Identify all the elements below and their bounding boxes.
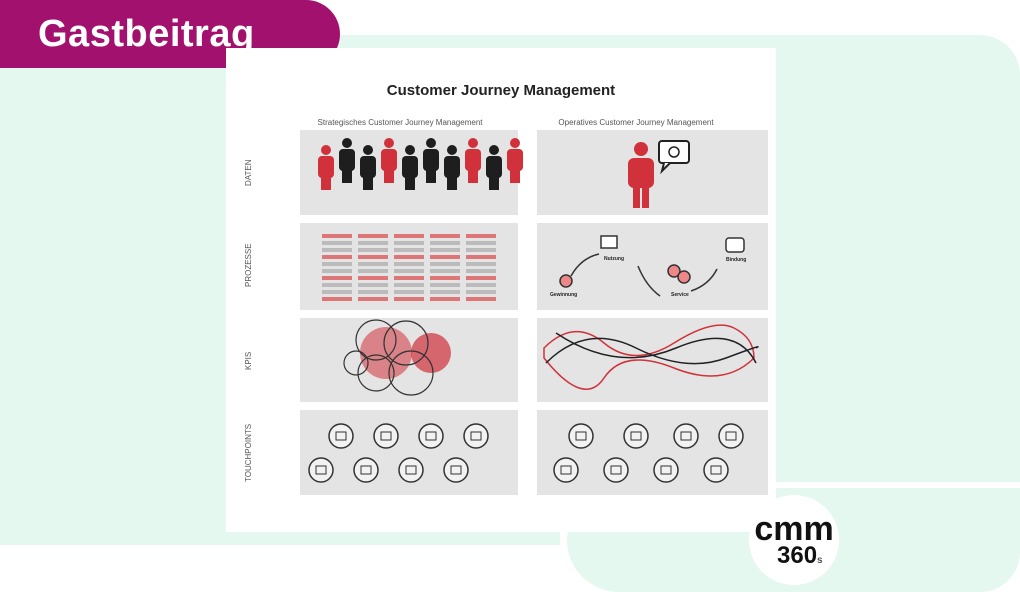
table-cell [394, 262, 424, 266]
step-service: Service [671, 292, 689, 298]
table-cell [430, 283, 460, 287]
person-icon [486, 145, 502, 190]
touchpoint-icon [398, 457, 424, 483]
table-cell [358, 241, 388, 245]
touchpoint-icon [328, 423, 354, 449]
table-cell [466, 234, 496, 238]
column-header-strategic: Strategisches Customer Journey Managemen… [317, 118, 483, 127]
touchpoint-icon [623, 423, 649, 449]
touchpoint-icon [308, 457, 334, 483]
touchpoint-icon [718, 423, 744, 449]
table-cell [322, 276, 352, 280]
customer-journey-network [543, 324, 759, 390]
person-icon [402, 145, 418, 190]
table-cell [394, 276, 424, 280]
person-icon [381, 138, 397, 183]
table-cell [322, 262, 352, 266]
step-bindung: Bindung [726, 257, 746, 263]
touchpoint-icon [353, 457, 379, 483]
table-cell [394, 283, 424, 287]
table-cell [466, 248, 496, 252]
table-cell [394, 297, 424, 301]
table-cell [394, 255, 424, 259]
touchpoint-icon [463, 423, 489, 449]
table-cell [430, 269, 460, 273]
table-cell [358, 276, 388, 280]
table-cell [358, 269, 388, 273]
table-cell [466, 297, 496, 301]
person-icon [507, 138, 523, 183]
touchpoint-icon [568, 423, 594, 449]
table-cell [358, 234, 388, 238]
touchpoint-icon [418, 423, 444, 449]
table-cell [394, 248, 424, 252]
column-header-operative: Operatives Customer Journey Management [558, 118, 714, 127]
step-gewinnung: Gewinnung [550, 292, 577, 298]
person-icon [423, 138, 439, 183]
table-cell [466, 262, 496, 266]
person-icon [444, 145, 460, 190]
table-cell [430, 262, 460, 266]
table-cell [394, 290, 424, 294]
table-cell [466, 255, 496, 259]
table-cell [358, 290, 388, 294]
table-cell [430, 241, 460, 245]
touchpoint-icon [443, 457, 469, 483]
person-icon [318, 145, 334, 190]
diagram-title: Customer Journey Management [386, 82, 616, 99]
logo-line2: 360s [777, 543, 823, 574]
badge-label: Gastbeitrag [38, 12, 255, 55]
table-cell [322, 297, 352, 301]
table-cell [322, 255, 352, 259]
touchpoint-icon [653, 457, 679, 483]
journey-table-thumbnail [322, 234, 496, 301]
diagram-image: Customer Journey Management Strategische… [226, 48, 776, 532]
table-cell [394, 269, 424, 273]
table-cell [430, 248, 460, 252]
process-cycle [559, 235, 745, 297]
table-cell [430, 297, 460, 301]
table-cell [322, 241, 352, 245]
table-cell [322, 283, 352, 287]
table-cell [466, 276, 496, 280]
table-cell [358, 283, 388, 287]
table-cell [322, 234, 352, 238]
table-cell [430, 290, 460, 294]
person-icon [360, 145, 376, 190]
touchpoint-icon [603, 457, 629, 483]
sublabel-icon [285, 143, 293, 203]
step-nutzung: Nutzung [604, 256, 624, 262]
touchpoint-icon [703, 457, 729, 483]
logo-number: 360 [777, 542, 818, 569]
touchpoint-icon [673, 423, 699, 449]
touchpoint-icon [373, 423, 399, 449]
table-cell [358, 255, 388, 259]
table-cell [466, 283, 496, 287]
person-with-thumbs-up-icon [628, 140, 690, 208]
person-icon [339, 138, 355, 183]
logo-suffix: s [817, 555, 823, 566]
table-cell [430, 255, 460, 259]
table-cell [466, 269, 496, 273]
table-cell [322, 248, 352, 252]
table-cell [322, 290, 352, 294]
touchpoint-icon [553, 457, 579, 483]
table-cell [430, 276, 460, 280]
logo-line1: cmm [754, 510, 834, 548]
table-cell [394, 241, 424, 245]
table-cell [430, 234, 460, 238]
table-cell [466, 290, 496, 294]
table-cell [358, 262, 388, 266]
table-cell [322, 269, 352, 273]
table-cell [358, 297, 388, 301]
table-cell [358, 248, 388, 252]
cmm360-logo: cmm 360s [749, 495, 839, 585]
kpi-venn-icon [343, 319, 451, 396]
table-cell [394, 234, 424, 238]
people-group-icon [318, 138, 523, 190]
diagram-illustrations: Gewinnung Nutzung Service Bindung [308, 138, 759, 483]
table-cell [466, 241, 496, 245]
person-icon [465, 138, 481, 183]
